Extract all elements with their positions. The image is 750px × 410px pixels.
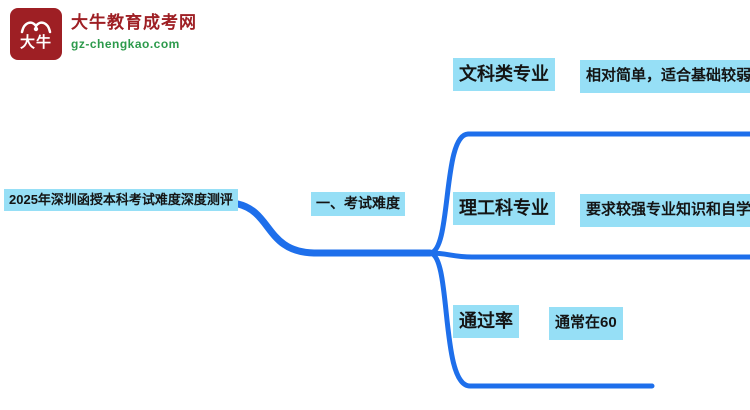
child-node-detail-liberal-arts: 相对简单，适合基础较弱考生 [580,60,750,93]
root-node: 2025年深圳函授本科考试难度深度测评 [4,189,238,212]
brand-text: 大牛教育成考网 gz-chengkao.com [71,8,197,51]
bull-horns-icon [20,21,52,34]
brand-domain: gz-chengkao.com [71,37,180,52]
bottom-branch-connector [427,250,655,389]
root-connector [234,200,434,257]
child-node-detail-science-engineering: 要求较强专业知识和自学能力 [580,194,750,227]
bull-logo-icon: 大牛 [10,8,62,60]
child-node-label-liberal-arts: 文科类专业 [453,58,555,91]
brand-name: 大牛教育成考网 [71,13,197,32]
logo-text: 大牛 [19,34,52,51]
child-node-label-pass-rate: 通过率 [453,305,519,338]
top-branch-connector [427,131,750,256]
child-node-detail-pass-rate: 通常在60 [549,307,623,340]
brand-logo: 大牛 大牛教育成考网 gz-chengkao.com [10,8,197,60]
middle-branch-connector [427,250,750,260]
branch-node-exam-difficulty: 一、考试难度 [311,192,405,216]
child-node-label-science-engineering: 理工科专业 [453,192,555,225]
